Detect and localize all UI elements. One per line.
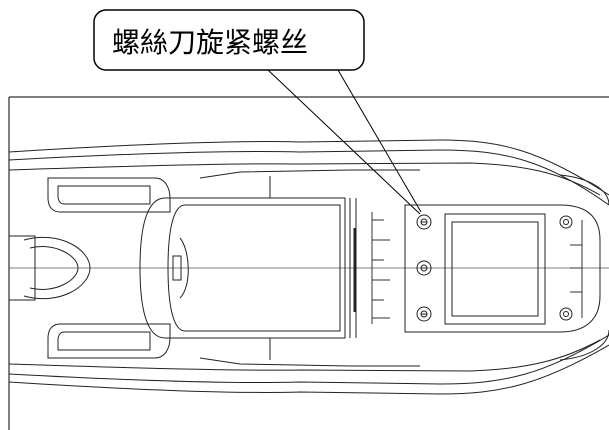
screw-icon	[559, 307, 573, 321]
callout: 螺絲刀旋紧螺丝	[93, 9, 422, 215]
scale-ticks-right	[570, 220, 583, 318]
screw-icon	[559, 215, 573, 229]
screw-icon	[416, 214, 432, 230]
callout-box	[93, 9, 365, 71]
screw-icon	[416, 260, 432, 276]
callout-label: 螺絲刀旋紧螺丝	[112, 26, 308, 59]
screws	[416, 214, 573, 322]
vehicle-body	[8, 139, 609, 395]
callout-leader-left	[267, 69, 421, 215]
scale-ticks-left	[371, 212, 390, 324]
screw-icon	[416, 306, 432, 322]
